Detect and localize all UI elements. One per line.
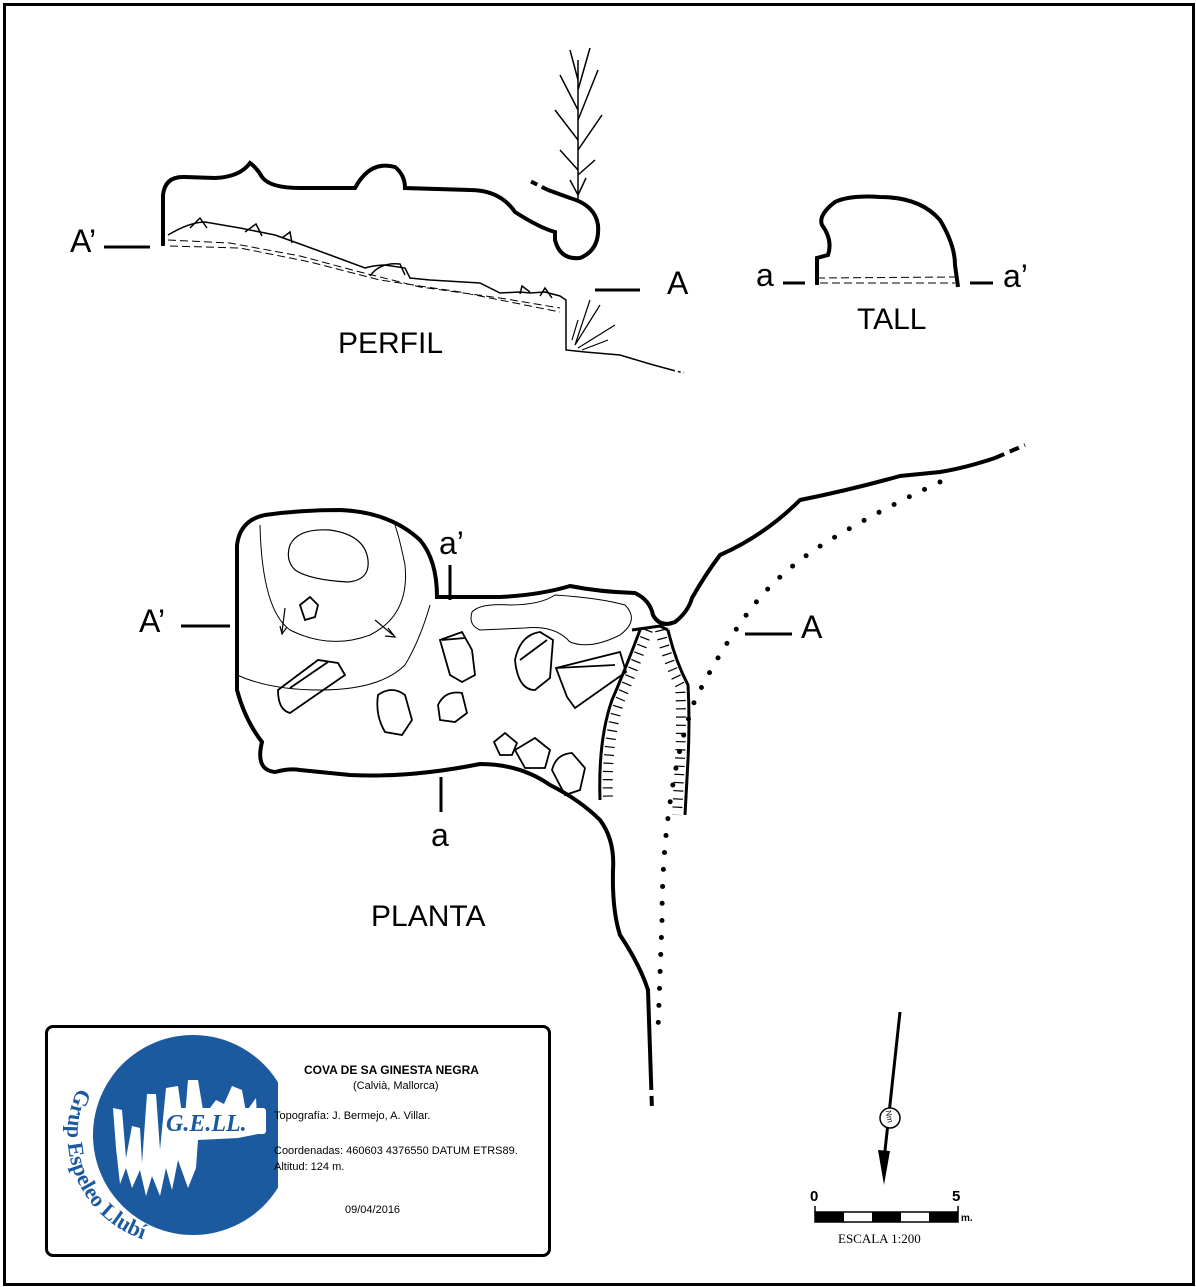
profile-floor bbox=[167, 221, 673, 371]
profile-ceiling bbox=[161, 160, 601, 261]
north-arrow bbox=[878, 1011, 902, 1185]
altitude: Altitud: 124 m. bbox=[274, 1161, 345, 1173]
profile-ceiling-dash bbox=[527, 178, 549, 192]
plan-contour-b bbox=[236, 604, 431, 691]
plan-drawing bbox=[181, 443, 1026, 1111]
plan-mark-a-label: a bbox=[431, 817, 449, 853]
survey-date: 09/04/2016 bbox=[345, 1204, 401, 1216]
plan-gully-left bbox=[598, 629, 642, 801]
scale-caption: ESCALA 1:200 bbox=[838, 1231, 921, 1246]
profile-mark-left-label: A’ bbox=[70, 223, 97, 259]
plan-dotline bbox=[655, 479, 943, 1033]
plan-mark-a-prime-label: a’ bbox=[439, 525, 464, 561]
plan-wall-main bbox=[235, 456, 996, 626]
plan-entry-link bbox=[631, 624, 669, 632]
profile-title: PERFIL bbox=[338, 327, 444, 360]
profile-shrub-stem bbox=[554, 47, 603, 202]
section-outline bbox=[815, 194, 960, 288]
plan-wall-lower bbox=[235, 620, 653, 1081]
profile-mark-right-label: A bbox=[667, 265, 689, 301]
profile-blocks bbox=[189, 216, 553, 299]
logo-text: G.E.LL. bbox=[166, 1111, 247, 1137]
profile-floor-dash bbox=[671, 369, 685, 374]
gell-logo: G.E.LL. Grup Espeleo Llubí bbox=[62, 1035, 278, 1244]
scale-unit: m. bbox=[961, 1213, 973, 1224]
scale-bar bbox=[814, 1206, 959, 1223]
plan-mark-A-prime-label: A’ bbox=[139, 603, 166, 639]
section-mark-left-label: a bbox=[756, 257, 774, 293]
profile-bush bbox=[571, 299, 616, 351]
section-floor bbox=[816, 276, 956, 284]
plan-contour-c bbox=[470, 594, 632, 646]
map-frame bbox=[3, 3, 1195, 1286]
cave-name: COVA DE SA GINESTA NEGRA bbox=[304, 1063, 479, 1077]
plan-boulders bbox=[277, 595, 628, 797]
scale-start: 0 bbox=[810, 1188, 819, 1205]
scale-end: 5 bbox=[952, 1188, 961, 1205]
plan-title: PLANTA bbox=[371, 900, 486, 933]
cave-location: (Calvià, Mallorca) bbox=[353, 1080, 439, 1092]
section-mark-right-label: a’ bbox=[1003, 258, 1028, 294]
plan-gully-right bbox=[666, 629, 691, 816]
survey-credits: Topografía: J. Bermejo, A. Villar. bbox=[274, 1110, 431, 1122]
profile-sediment bbox=[167, 239, 561, 313]
plan-mark-A-label: A bbox=[801, 609, 823, 645]
title-block: G.E.LL. Grup Espeleo Llubí COVA DE SA GI… bbox=[45, 1025, 551, 1257]
plan-pool bbox=[287, 529, 369, 583]
profile-drawing bbox=[104, 47, 685, 374]
plan-gully-right-hatch bbox=[655, 628, 686, 816]
plan-wall-entrance-dash bbox=[994, 443, 1026, 460]
coordinates: Coordenadas: 460603 4376550 DATUM ETRS89… bbox=[274, 1145, 518, 1157]
plan-slope-arrows bbox=[279, 607, 397, 638]
section-title: TALL bbox=[857, 303, 927, 336]
plan-contour-a bbox=[259, 524, 407, 642]
plan-wall-lower-dash bbox=[649, 1079, 654, 1111]
section-drawing bbox=[783, 194, 993, 288]
north-label: Nm bbox=[883, 1109, 895, 1124]
plan-gully-left-hatch bbox=[602, 628, 653, 801]
